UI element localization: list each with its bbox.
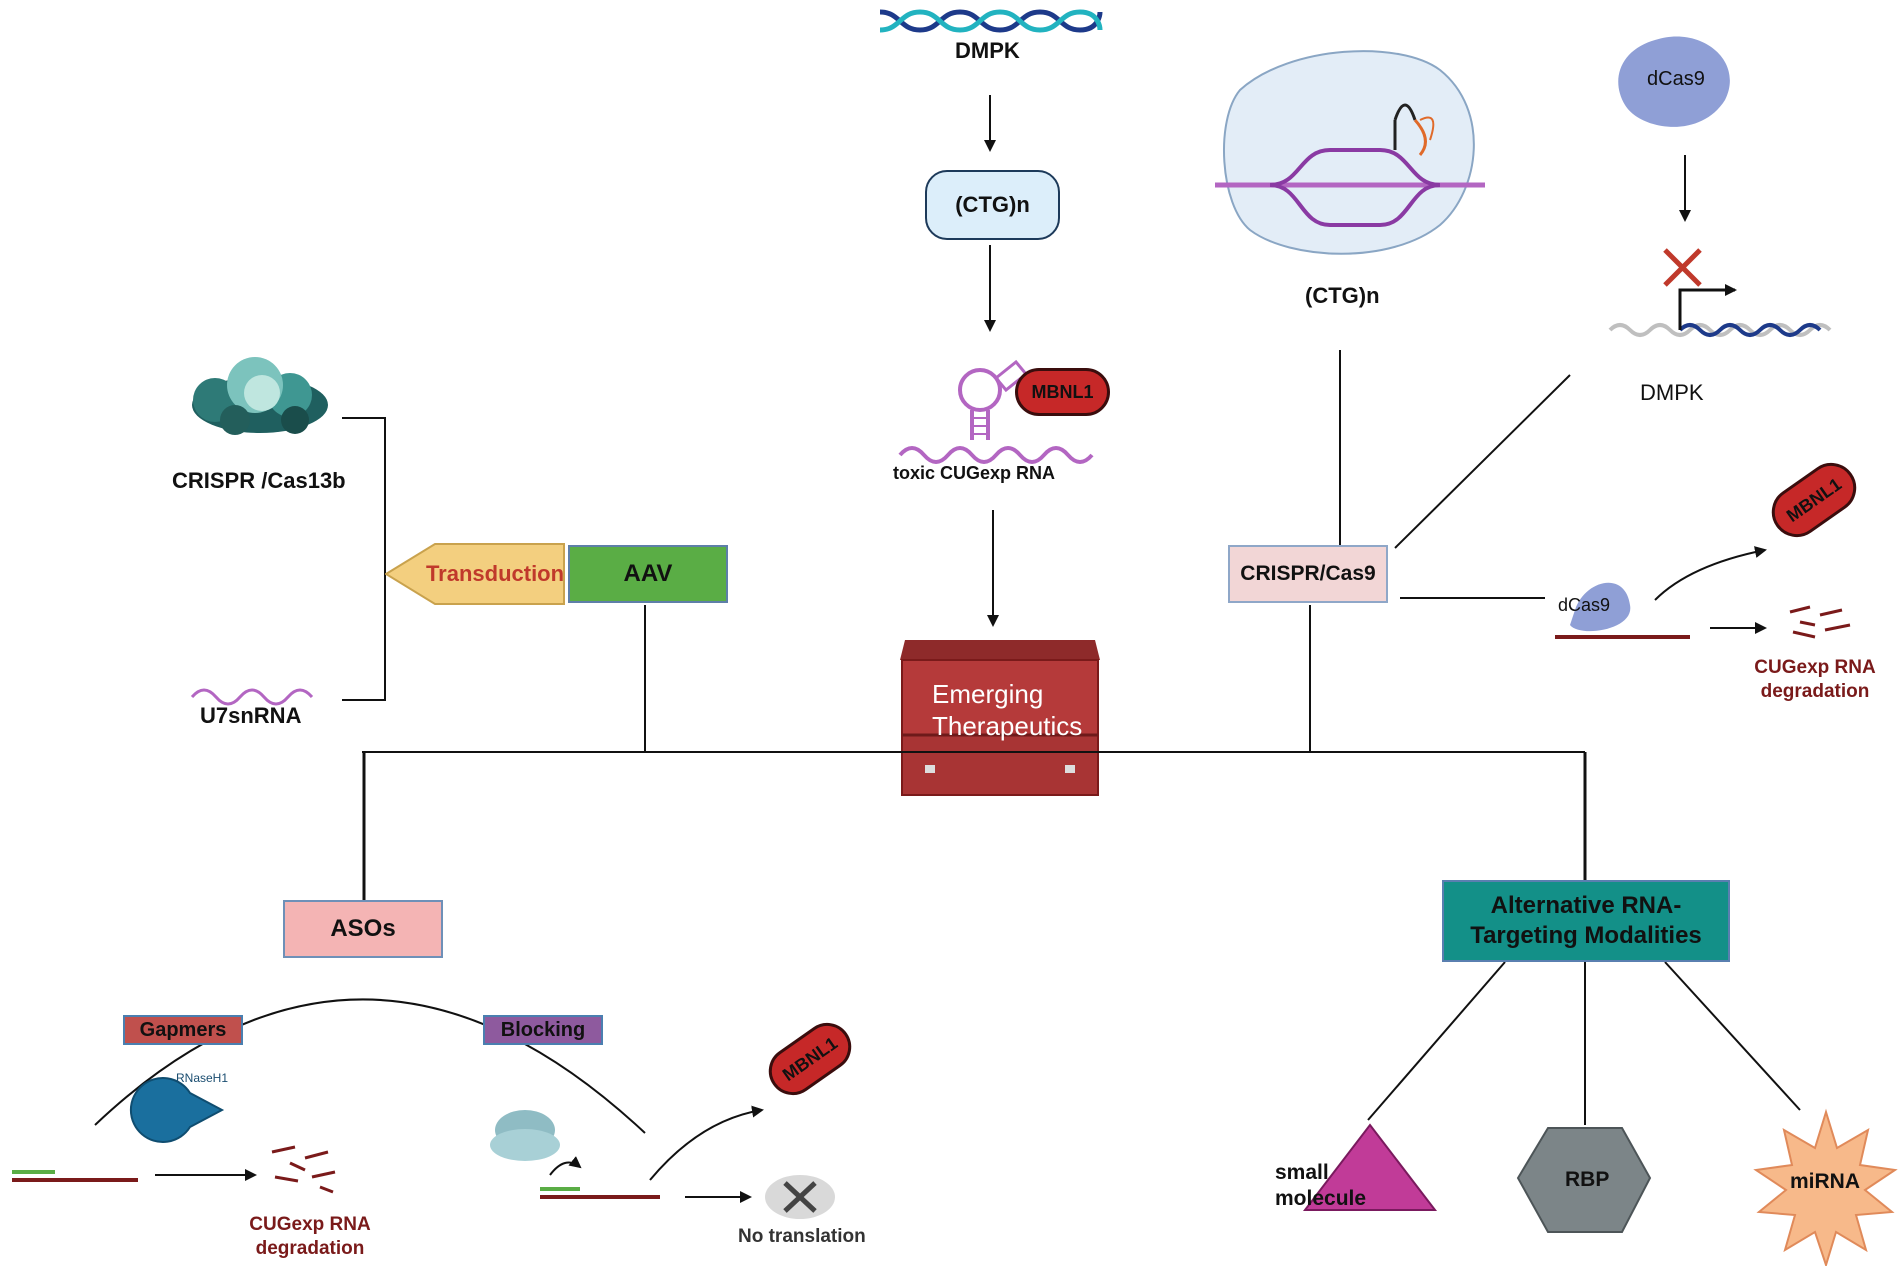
rnaseh1-pacman-icon [129,1077,225,1143]
right-degradation-line1: CUGexp RNA [1754,657,1876,678]
ctg-repeat-box: (CTG)n [925,170,1060,240]
cas13b-protein-icon [192,357,328,435]
transduction-label: Transduction [425,561,565,586]
line-dmpk-to-cas9 [1394,374,1571,549]
u7snrna-label: U7snRNA [200,703,302,728]
aso-degradation-line1: CUGexp RNA [249,1214,371,1235]
toxic-rna-label: toxic CUGexp RNA [893,463,1056,483]
dmpk-label: DMPK [955,38,1020,63]
aav-box: AAV [568,545,728,603]
dcas9-top-protein-icon [1618,36,1730,127]
rnaseh1-label: RNaseH1 [176,1071,229,1085]
crispr-cas9-box: CRISPR/Cas9 [1228,545,1388,603]
mirna-label: miRNA [1790,1170,1861,1193]
small-molecule-triangle-icon [1302,1123,1438,1211]
small-molecule-line1: small [1275,1161,1329,1184]
toolbox-title-line2: Therapeutics [932,711,1083,741]
aso-arc [94,998,646,1134]
transduction-arrow: Transduction [385,543,565,605]
u7snrna-wave-icon [190,688,314,706]
arrow-to-mbnl1-right [1654,546,1767,601]
gapmer-duplex-icon [12,1170,138,1182]
aso-degradation-line2: degradation [255,1238,365,1259]
line-to-small-molecule [1367,961,1506,1121]
toolbox-title: Emerging Therapeutics [932,678,1082,742]
small-molecule-line2: molecule [1275,1187,1367,1210]
rna-fragments-right-icon [1789,605,1851,639]
no-translation-x-icon [765,1175,835,1219]
rna-fragments-icon [271,1145,336,1194]
dmpk-right-label: DMPK [1640,380,1704,405]
rbp-label: RBP [1565,1168,1610,1191]
dcas9-mid-label: dCas9 [1558,595,1611,615]
rbp-hexagon-icon [1516,1127,1652,1233]
blocking-tag: Blocking [483,1015,603,1045]
crispr-cas13b-label: CRISPR /Cas13b [172,468,346,493]
toolbox-icon [900,640,1100,796]
ribosome-block-arrow [549,1156,582,1176]
toolbox-title-line1: Emerging [932,679,1044,709]
aso-degradation-label: CUGexp RNA degradation [240,1213,380,1261]
transduction-arrow-shape [385,543,565,605]
right-degradation-label: CUGexp RNA degradation [1745,656,1885,704]
dmpk-dna-helix-icon [879,9,1103,33]
bracket-cas13b-u7 [342,417,386,701]
dcas9-rna-icon [1555,582,1690,639]
alt-title-line2: Targeting Modalities [1470,922,1702,949]
dcas9-top-label: dCas9 [1647,68,1705,90]
small-molecule-label: small molecule [1275,1160,1366,1212]
ctg-right-label: (CTG)n [1305,283,1380,308]
mirna-star-icon [1753,1108,1898,1266]
cas9-complex-icon [1215,50,1485,255]
mbnl1-badge-top: MBNL1 [1015,368,1110,416]
asos-box: ASOs [283,900,443,958]
ribosome-icon [490,1110,560,1161]
blocking-duplex-icon [540,1187,660,1199]
arrow-to-mbnl1-aso [649,1105,764,1181]
line-to-mirna [1664,961,1801,1111]
alt-title-line1: Alternative RNA- [1490,892,1682,919]
right-degradation-line2: degradation [1760,681,1870,702]
blocked-transcription-icon [1608,248,1832,337]
alt-modalities-box: Alternative RNA- Targeting Modalities [1442,880,1730,962]
no-translation-label: No translation [738,1226,866,1247]
gapmers-tag: Gapmers [123,1015,243,1045]
